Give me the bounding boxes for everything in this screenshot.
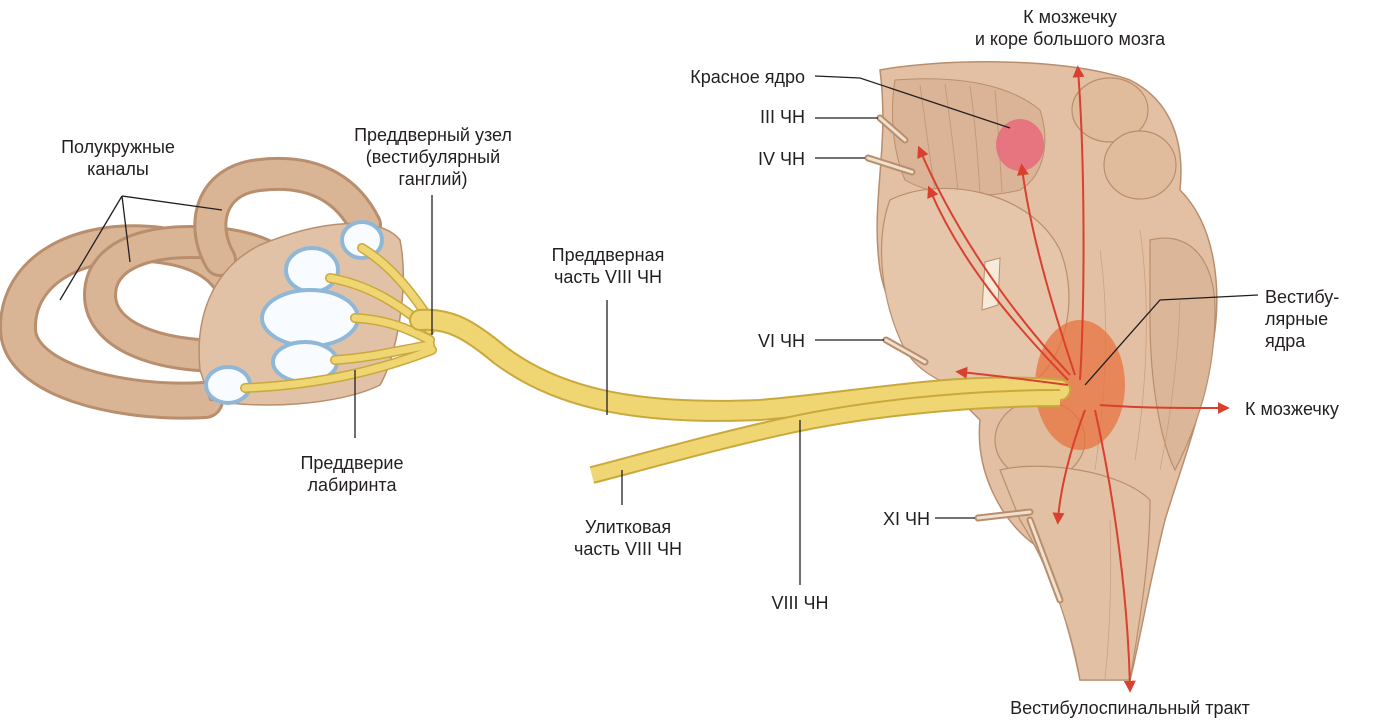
label-vestibulospinal-tract: Вестибулоспинальный тракт [945, 697, 1315, 719]
label-cn3: III ЧН [705, 106, 805, 128]
label-vestibular-nuclei: Вестибу- лярные ядра [1265, 286, 1390, 352]
label-vestibular-part: Преддверная часть VIII ЧН [508, 244, 708, 288]
label-to-cerebellum: К мозжечку [1245, 398, 1393, 420]
label-red-nucleus: Красное ядро [605, 66, 805, 88]
label-cn11: XI ЧН [830, 508, 930, 530]
label-cn8: VIII ЧН [740, 592, 860, 614]
inferior-colliculus [1104, 131, 1176, 199]
label-to-cerebellum-cortex: К мозжечку и коре большого мозга [920, 6, 1220, 50]
red-nucleus [996, 119, 1044, 171]
label-vestibule: Преддверие лабиринта [262, 452, 442, 496]
label-cochlear-part: Улитковая часть VIII ЧН [528, 516, 728, 560]
label-cn6: VI ЧН [705, 330, 805, 352]
label-vestibular-ganglion: Преддверный узел (вестибулярный ганглий) [318, 124, 548, 190]
label-semicircular-canals: Полукружные каналы [18, 136, 218, 180]
label-cn4: IV ЧН [705, 148, 805, 170]
